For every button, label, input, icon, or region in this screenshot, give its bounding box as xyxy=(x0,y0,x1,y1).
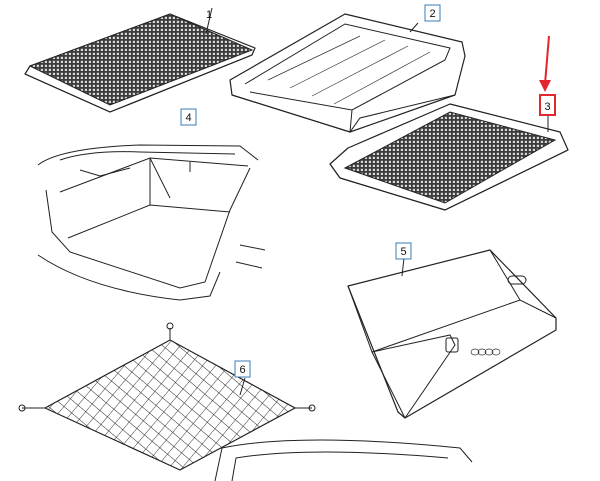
highlight-arrowhead xyxy=(539,80,551,92)
part-3-reversible-mat xyxy=(329,35,569,211)
callout-3-number: 3 xyxy=(544,101,550,113)
callout-4: 4 xyxy=(180,108,197,126)
callout-6-number: 6 xyxy=(239,364,245,376)
callout-6: 6 xyxy=(234,360,251,378)
part-6-cargo-net xyxy=(18,322,316,471)
callout-1: 1 xyxy=(206,9,212,21)
callout-5-number: 5 xyxy=(400,246,406,258)
part-2-luggage-tray xyxy=(229,13,466,133)
callout-2-number: 2 xyxy=(429,8,435,20)
callout-2: 2 xyxy=(424,4,441,22)
callout-1-number: 1 xyxy=(206,9,212,21)
part-4-trunk-view xyxy=(37,144,266,301)
highlight-arrow xyxy=(544,35,550,85)
part-5-storage-box xyxy=(347,249,557,419)
callout-4-number: 4 xyxy=(185,112,191,124)
callout-5: 5 xyxy=(395,242,412,260)
callout-3-highlighted: 3 xyxy=(539,94,556,116)
partial-bottom-part xyxy=(214,439,473,481)
part-1-floor-mat xyxy=(24,7,256,113)
